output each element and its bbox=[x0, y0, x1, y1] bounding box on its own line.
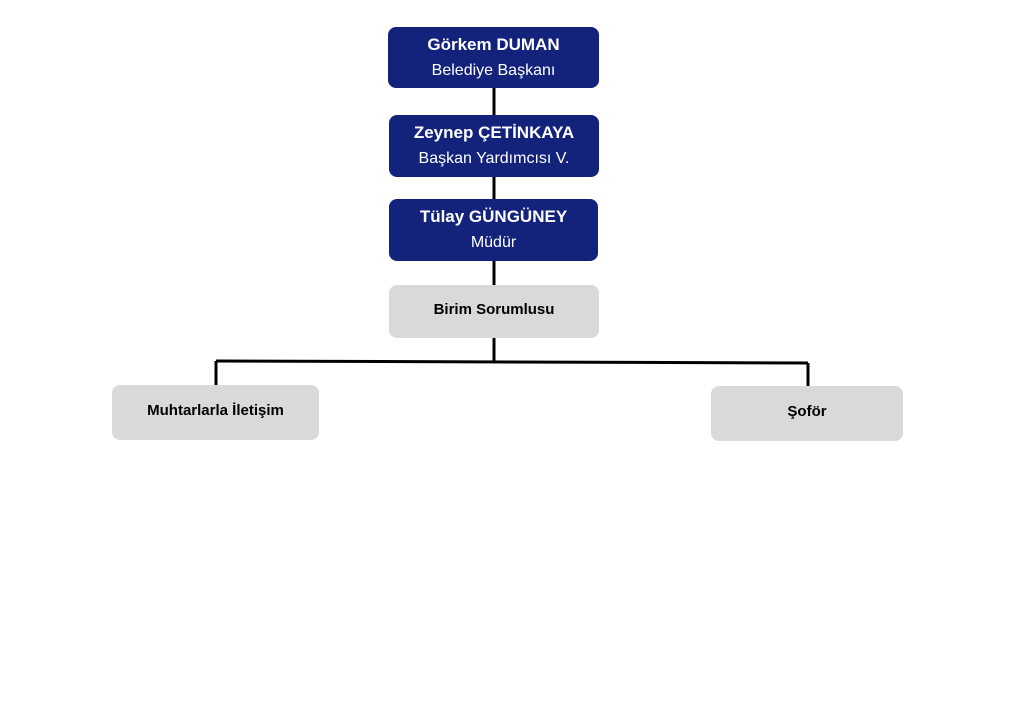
director-name: Tülay GÜNGÜNEY bbox=[419, 207, 568, 226]
deputy-mayor-role: Başkan Yardımcısı V. bbox=[418, 150, 570, 167]
director-box: Tülay GÜNGÜNEY Müdür bbox=[389, 199, 598, 261]
deputy-mayor-box: Zeynep ÇETİNKAYA Başkan Yardımcısı V. bbox=[389, 115, 599, 177]
unit-head-box: Birim Sorumlusu bbox=[389, 285, 599, 338]
deputy-mayor-name: Zeynep ÇETİNKAYA bbox=[413, 123, 575, 142]
mayor-role: Belediye Başkanı bbox=[431, 61, 556, 79]
director-role: Müdür bbox=[470, 234, 517, 251]
mayor-box: Görkem DUMAN Belediye Başkanı bbox=[388, 27, 599, 88]
connector-horizontal-bar bbox=[215, 359, 809, 365]
unit-head-label: Birim Sorumlusu bbox=[433, 300, 555, 318]
driver-box: Şoför bbox=[711, 386, 903, 441]
liaison-label: Muhtarlarla İletişim bbox=[147, 401, 284, 419]
liaison-box: Muhtarlarla İletişim bbox=[112, 385, 319, 440]
driver-label: Şoför bbox=[787, 402, 827, 420]
mayor-name: Görkem DUMAN bbox=[427, 34, 560, 54]
